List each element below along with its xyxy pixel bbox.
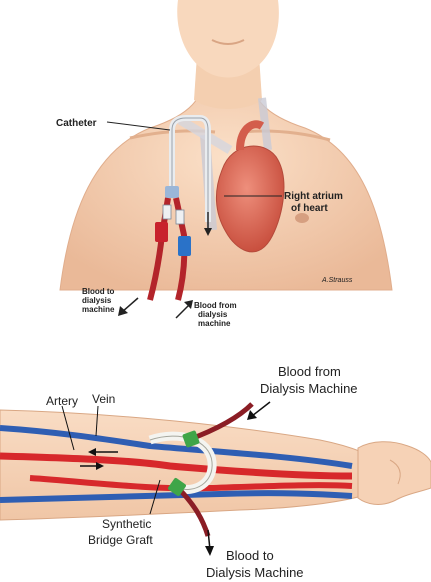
blue-clamp	[178, 236, 191, 256]
label-blood-from-line2: Dialysis Machine	[260, 381, 358, 396]
catheter-hub	[165, 186, 179, 198]
label-artery: Artery	[46, 394, 78, 408]
label-vein: Vein	[92, 392, 115, 406]
label-blood-from-line1: Blood from	[194, 301, 237, 310]
label-blood-from-line1: Blood from	[278, 364, 341, 379]
nipple	[295, 213, 309, 223]
blood-from-arrow	[176, 304, 190, 318]
label-blood-to-line1: Blood to	[82, 287, 115, 296]
label-synthetic: Synthetic	[102, 517, 151, 531]
label-blood-to-line3: machine	[82, 305, 115, 314]
label-blood-to-line1: Blood to	[226, 548, 274, 563]
forearm-illustration	[0, 402, 431, 556]
red-clamp	[155, 222, 168, 242]
label-blood-to-line2: Dialysis Machine	[206, 565, 304, 580]
label-catheter: Catheter	[56, 118, 97, 129]
label-blood-to-line2: dialysis	[82, 296, 112, 305]
arrow-blood-from	[252, 402, 270, 416]
head	[177, 0, 279, 78]
label-blood-from-line2: dialysis	[198, 310, 228, 319]
artist-signature: A.Strauss	[321, 277, 353, 284]
label-right-atrium-line1: Right atrium	[284, 191, 343, 202]
hand	[358, 442, 431, 505]
label-blood-from-line3: machine	[198, 319, 231, 328]
label-right-atrium-line2: of heart	[291, 203, 328, 214]
chest-illustration	[60, 0, 392, 318]
label-bridge-graft: Bridge Graft	[88, 533, 153, 547]
